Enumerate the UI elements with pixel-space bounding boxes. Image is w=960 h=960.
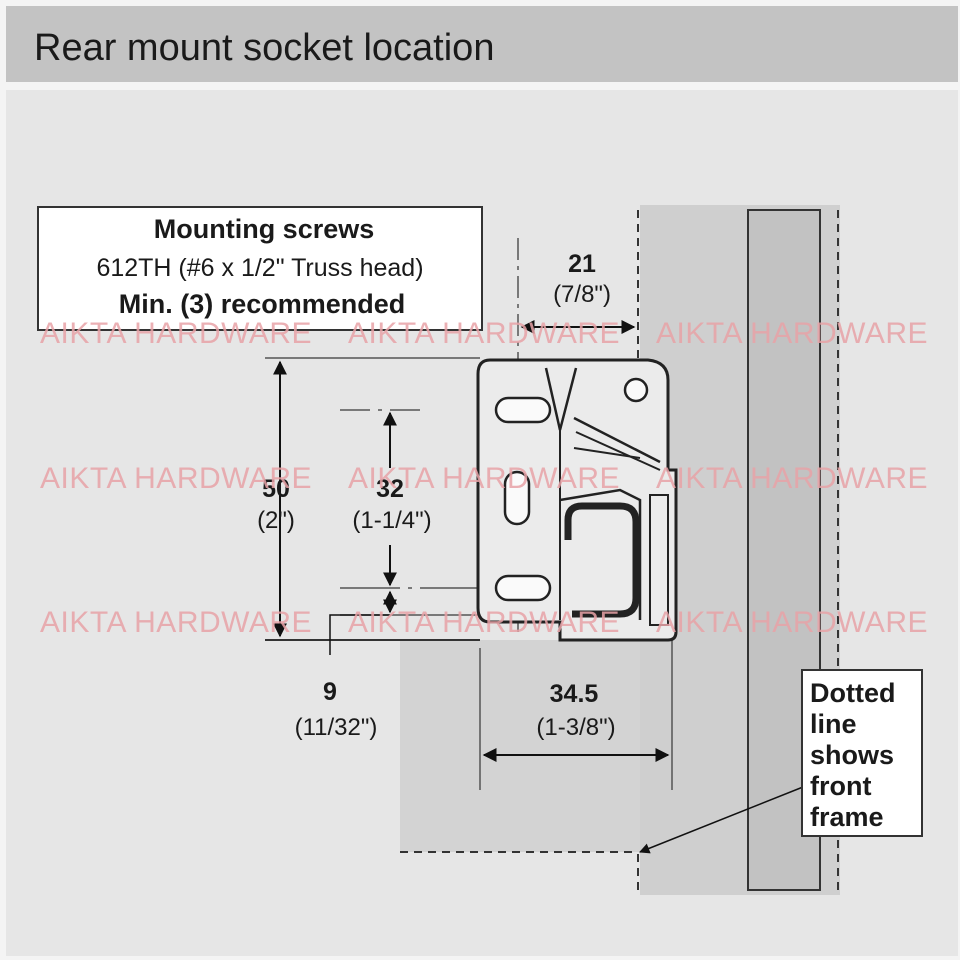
- watermark-5: AIKTA HARDWARE: [348, 462, 620, 495]
- screw-slot-bottom: [494, 574, 552, 602]
- leader-9: [329, 614, 390, 655]
- watermark-4: AIKTA HARDWARE: [40, 462, 312, 495]
- title-bar: [6, 6, 958, 82]
- screws-box-heading: Mounting screws: [154, 214, 375, 244]
- mounting-screws-box: [37, 206, 483, 331]
- dim-50-value: 50: [262, 475, 290, 503]
- dim-32-imperial: (1-1/4"): [352, 507, 431, 534]
- watermark-2: AIKTA HARDWARE: [348, 317, 620, 350]
- watermark-3: AIKTA HARDWARE: [656, 317, 928, 350]
- drawer-box: [400, 640, 640, 852]
- watermark-8: AIKTA HARDWARE: [348, 606, 620, 639]
- watermark-6: AIKTA HARDWARE: [656, 462, 928, 495]
- note-line-2: line: [810, 709, 857, 739]
- dim-345-value: 34.5: [550, 680, 599, 708]
- note-line-4: front: [810, 771, 871, 801]
- front-frame-note-box: [801, 669, 923, 837]
- note-leader: [639, 784, 809, 854]
- rear-mount-socket: [476, 358, 678, 642]
- watermark-layer: AIKTA HARDWARE AIKTA HARDWARE AIKTA HARD…: [40, 317, 928, 639]
- diagram-title: Rear mount socket location: [34, 27, 494, 69]
- screws-box-spec: 612TH (#6 x 1/2" Truss head): [96, 254, 423, 282]
- dim-21-value: 21: [568, 250, 596, 278]
- note-line-5: frame: [810, 802, 884, 832]
- watermark-9: AIKTA HARDWARE: [656, 606, 928, 639]
- dim-50-imperial: (2"): [257, 507, 295, 534]
- dim-21-imperial: (7/8"): [553, 281, 611, 308]
- watermark-7: AIKTA HARDWARE: [40, 606, 312, 639]
- dim-345-imperial: (1-3/8"): [536, 714, 615, 741]
- screws-box-min: Min. (3) recommended: [119, 289, 406, 319]
- screw-slot-top: [494, 396, 552, 424]
- dim-9-imperial: (11/32"): [295, 714, 378, 741]
- screw-hole-round: [623, 377, 649, 403]
- dim-32-value: 32: [376, 475, 404, 503]
- note-line-1: Dotted: [810, 678, 895, 708]
- dim-9-value: 9: [323, 678, 337, 706]
- note-line-3: shows: [810, 740, 894, 770]
- screw-slot-middle: [503, 470, 531, 526]
- watermark-1: AIKTA HARDWARE: [40, 317, 312, 350]
